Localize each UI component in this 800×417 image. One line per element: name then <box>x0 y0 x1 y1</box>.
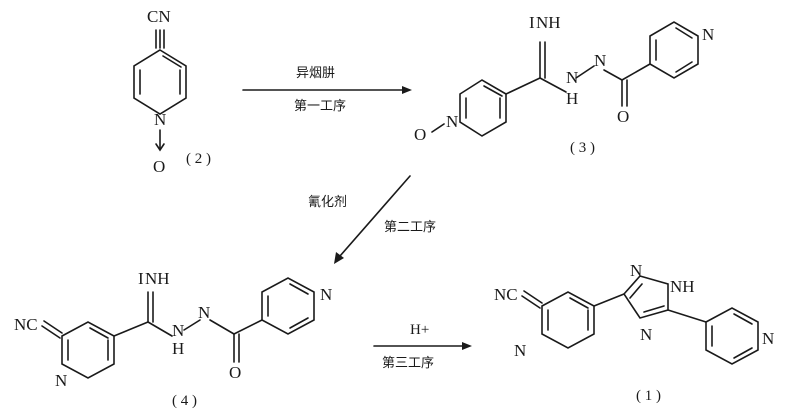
c4-ring-n: N <box>55 371 67 390</box>
c4-pyridine-n: N <box>320 285 332 304</box>
step-3-reagent: H+ <box>410 322 429 338</box>
c3-imine-nh: NH <box>536 13 561 32</box>
c3-pyridine-n: N <box>702 25 714 44</box>
step-2-name: 第二工序 <box>384 220 436 235</box>
c4-carbonyl-o: O <box>229 363 241 382</box>
step-1-reagent: 异烟肼 <box>296 66 335 81</box>
c2-label: ( 2 ) <box>186 151 211 167</box>
step-3-name: 第三工序 <box>382 356 434 371</box>
compound-2: CN N O ( 2 ) <box>133 7 211 176</box>
c1-label: ( 1 ) <box>636 388 661 404</box>
c1-triazole-n-low: N <box>640 325 652 344</box>
c3-hydrazide-h: H <box>566 89 578 108</box>
c4-label: ( 4 ) <box>172 393 197 409</box>
c1-pyridine-n: N <box>762 329 774 348</box>
step-2-arrow: 氰化剂 第二工序 <box>308 175 436 264</box>
step-1-name: 第一工序 <box>294 99 346 114</box>
c4-imine-nh: NH <box>145 269 170 288</box>
c3-hydrazide-n1: N <box>566 68 578 87</box>
c3-oxide-o: O <box>414 125 426 144</box>
step-2-reagent: 氰化剂 <box>308 194 347 210</box>
c1-triazole-n-top: N <box>630 261 642 280</box>
c2-oxide-o: O <box>153 157 165 176</box>
c1-cyano-label: NC <box>494 285 518 304</box>
c4-hydrazide-n1: N <box>172 321 184 340</box>
step-1-arrow: 异烟肼 第一工序 <box>242 66 412 114</box>
compound-3: N O I NH N H N O N ( 3 ) <box>414 13 714 156</box>
c4-cyano-label: NC <box>14 315 38 334</box>
compound-1: NC N N NH N N ( 1 ) <box>494 261 774 404</box>
c3-carbonyl-o: O <box>617 107 629 126</box>
c3-label: ( 3 ) <box>570 140 595 156</box>
c1-ring-n: N <box>514 341 526 360</box>
c4-hydrazide-h: H <box>172 339 184 358</box>
c1-triazole-nh: NH <box>670 277 695 296</box>
c2-cyano-label: CN <box>147 7 171 26</box>
c3-oxide-n: N <box>446 112 458 131</box>
c2-ring-n: N <box>154 110 166 129</box>
compound-4: NC N I NH N H N O N ( 4 ) <box>14 269 332 409</box>
step-3-arrow: H+ 第三工序 <box>373 322 472 371</box>
c4-hydrazide-n2: N <box>198 303 210 322</box>
c3-hydrazide-n2: N <box>594 51 606 70</box>
c4-imine-h: I <box>138 269 144 288</box>
c3-imine-h: I <box>529 13 535 32</box>
